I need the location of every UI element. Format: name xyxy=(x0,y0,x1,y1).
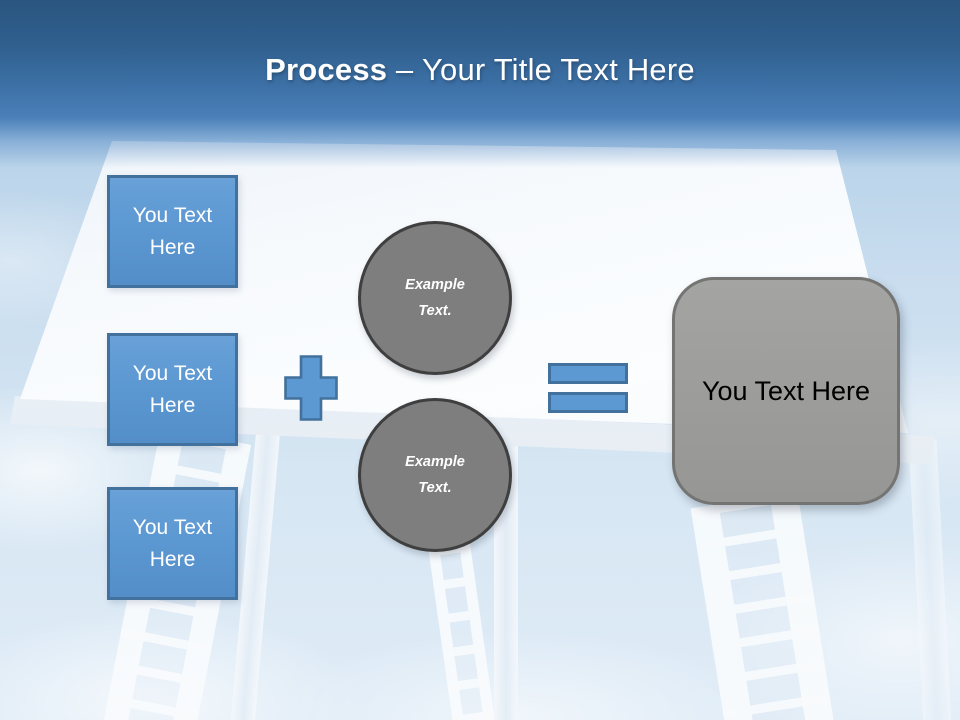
input-box-2[interactable]: You Text Here xyxy=(107,333,238,446)
title-text: Your Title Text Here xyxy=(422,52,695,87)
title-keyword: Process xyxy=(265,52,388,87)
example-circle-1[interactable]: Example Text. xyxy=(358,221,512,375)
plus-icon xyxy=(284,355,338,421)
equals-bottom-bar xyxy=(548,392,628,413)
input-box-1-label: You Text Here xyxy=(132,204,213,259)
equals-icon xyxy=(548,363,628,413)
slide-title[interactable]: Process–Your Title Text Here xyxy=(0,52,960,88)
example-circle-2[interactable]: Example Text. xyxy=(358,398,512,552)
input-box-1[interactable]: You Text Here xyxy=(107,175,238,288)
example-circle-1-label: Example Text. xyxy=(405,276,465,319)
input-box-3[interactable]: You Text Here xyxy=(107,487,238,600)
equals-top-bar xyxy=(548,363,628,384)
result-box[interactable]: You Text Here xyxy=(672,277,900,505)
input-box-3-label: You Text Here xyxy=(132,516,213,571)
title-separator: – xyxy=(395,52,414,87)
header-banner: Process–Your Title Text Here xyxy=(0,0,960,168)
example-circle-2-label: Example Text. xyxy=(405,453,465,496)
result-box-label: You Text Here xyxy=(701,375,871,406)
input-box-2-label: You Text Here xyxy=(132,362,213,417)
